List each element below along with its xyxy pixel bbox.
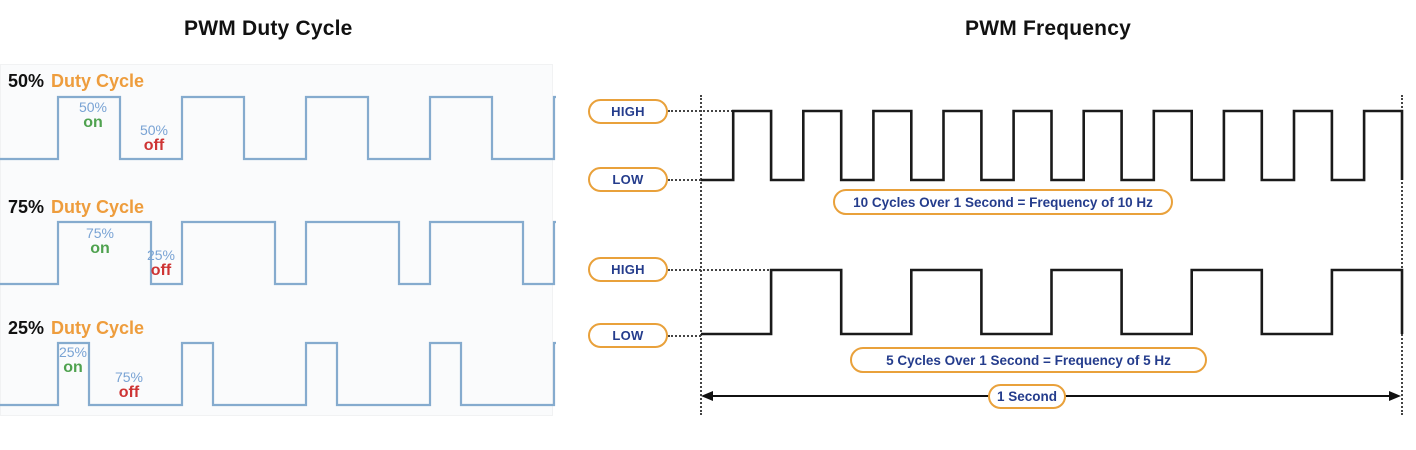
on-percent: 75% xyxy=(85,225,115,241)
on-word: on xyxy=(90,239,110,257)
time-axis-arrowhead-right xyxy=(1389,391,1401,401)
frequency-waveform-10hz xyxy=(701,109,1404,182)
duty-cycle-label: Duty Cycle xyxy=(51,71,145,91)
duty-waveform-75 xyxy=(0,220,556,286)
off-word: off xyxy=(150,261,172,279)
off-label-50: 50% off xyxy=(131,123,177,154)
duty-percent-label: 50% xyxy=(8,71,45,91)
on-percent: 50% xyxy=(78,99,108,115)
off-percent: 75% xyxy=(114,369,144,385)
frequency-title: PWM Frequency xyxy=(965,17,1131,40)
duty-waveform-25 xyxy=(0,341,556,407)
duty-percent-label: 25% xyxy=(8,318,45,338)
time-end-line xyxy=(1401,95,1403,415)
high-badge-5hz: HIGH xyxy=(588,257,668,282)
on-label-75: 75% on xyxy=(77,226,123,257)
off-word: off xyxy=(118,383,140,401)
on-word: on xyxy=(83,113,103,131)
off-percent: 50% xyxy=(139,122,169,138)
off-word: off xyxy=(143,136,165,154)
frequency-caption-5hz: 5 Cycles Over 1 Second = Frequency of 5 … xyxy=(850,347,1207,373)
duty-cycle-panel: PWM Duty Cycle 50% Duty Cycle 50% on 50%… xyxy=(0,0,560,450)
time-axis-arrowhead-left xyxy=(701,391,713,401)
high-badge-10hz: HIGH xyxy=(588,99,668,124)
on-label-25: 25% on xyxy=(50,345,96,376)
one-second-badge: 1 Second xyxy=(988,384,1066,409)
on-percent: 25% xyxy=(58,344,88,360)
off-label-75: 25% off xyxy=(138,248,184,279)
duty-row-heading-25: 25% Duty Cycle xyxy=(8,319,144,337)
duty-cycle-label: Duty Cycle xyxy=(51,318,145,338)
low-leader-10hz xyxy=(668,179,701,181)
on-label-50: 50% on xyxy=(70,100,116,131)
on-word: on xyxy=(63,358,83,376)
duty-row-heading-75: 75% Duty Cycle xyxy=(8,198,144,216)
frequency-caption-10hz: 10 Cycles Over 1 Second = Frequency of 1… xyxy=(833,189,1173,215)
high-leader-10hz xyxy=(668,110,733,112)
frequency-panel: PWM Frequency HIGH LOW 10 Cycles Over 1 … xyxy=(560,0,1416,450)
high-leader-5hz xyxy=(668,269,772,271)
duty-cycle-title: PWM Duty Cycle xyxy=(184,17,353,40)
off-percent: 25% xyxy=(146,247,176,263)
low-badge-5hz: LOW xyxy=(588,323,668,348)
low-leader-5hz xyxy=(668,335,701,337)
duty-percent-label: 75% xyxy=(8,197,45,217)
duty-waveform-50 xyxy=(0,95,556,161)
low-badge-10hz: LOW xyxy=(588,167,668,192)
frequency-waveform-5hz xyxy=(701,268,1404,336)
off-label-25: 75% off xyxy=(106,370,152,401)
duty-row-heading-50: 50% Duty Cycle xyxy=(8,72,144,90)
duty-cycle-label: Duty Cycle xyxy=(51,197,145,217)
time-start-line xyxy=(700,95,702,415)
